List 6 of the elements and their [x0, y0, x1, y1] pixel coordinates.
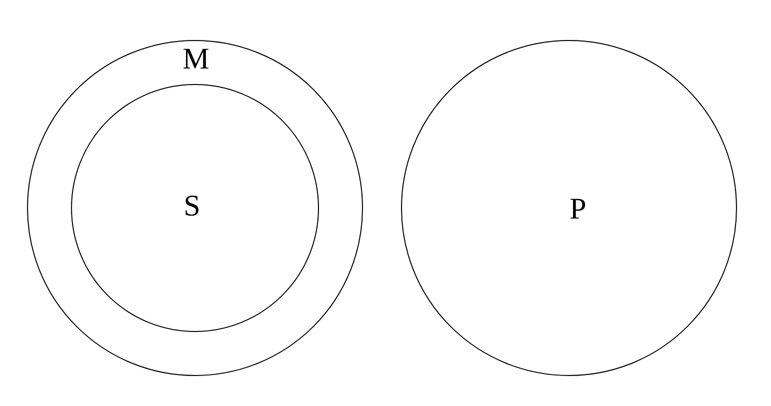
set-label: P [570, 194, 586, 224]
outer-set-circle [27, 40, 363, 376]
set-label: M [182, 44, 210, 74]
inner-set-circle [71, 84, 319, 332]
set-circle [401, 40, 737, 376]
set-label: S [184, 192, 200, 222]
